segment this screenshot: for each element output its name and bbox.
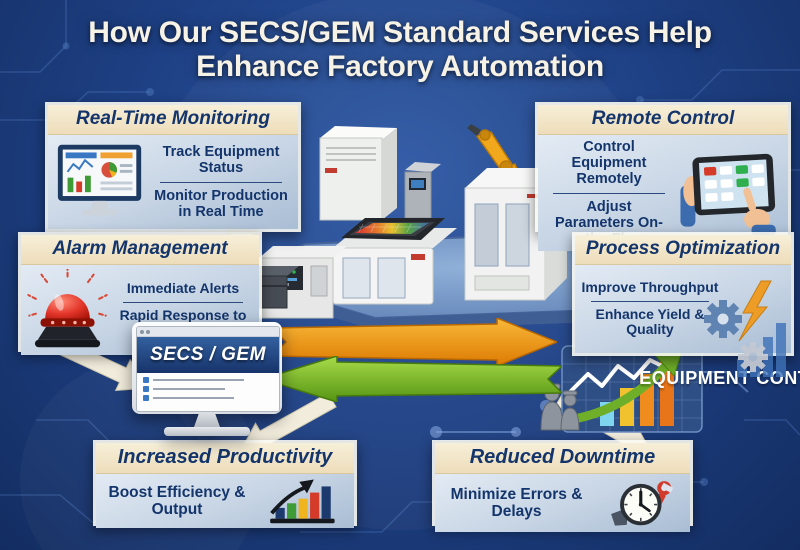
benefit-line: Immediate Alerts [126,279,240,296]
monitor-stand [194,414,220,427]
title-line-1: How Our SECS/GEM Standard Services Help [88,16,712,49]
benefit-line: Track Equipment Status [162,144,280,177]
divider [590,300,710,302]
page-title: How Our SECS/GEM Standard Services Help … [0,16,800,84]
tablet-touch-icon [678,150,782,237]
panel-reduced-downtime: Reduced Downtime Minimize Errors & Delay… [432,440,693,532]
monitor-titlebar [137,327,279,337]
benefit-line: Minimize Errors & Delays [450,485,583,520]
title-line-2: Enhance Factory Automation [196,50,604,83]
gears-icon [704,280,786,377]
benefit-line: Monitor Production in Real Time [154,187,288,220]
panel-header: Remote Control [538,105,788,135]
divider [122,301,244,303]
monitor-dashboard-icon [54,140,146,224]
monitor-list [137,373,279,411]
panel-header: Increased Productivity [96,443,354,474]
panel-text: Track Equipment Status Monitor Productio… [150,144,292,220]
panel-increased-productivity: Increased Productivity Boost Efficiency … [93,440,357,528]
panel-header: Process Optimization [575,235,791,265]
benefit-line: Improve Throughput [581,278,719,295]
panel-header: Reduced Downtime [435,443,690,474]
secs-gem-host-monitor: SECS / GEM [128,322,286,442]
divider [159,181,283,183]
clock-wrench-icon [596,478,684,528]
equipment-control-arrow: EQUIPMENT CONTROL [259,354,800,404]
panel-header: Real-Time Monitoring [48,105,298,135]
bar-chart-growth-icon [256,478,348,524]
panel-header: Alarm Management [21,235,259,265]
benefit-line: Boost Efficiency & Output [108,483,246,518]
alarm-siren-icon [27,269,109,351]
benefit-line: Enhance Yield & Quality [595,305,705,338]
monitor-banner: SECS / GEM [137,337,279,373]
panel-text: Boost Efficiency & Output [102,484,252,519]
panel-text: Minimize Errors & Delays [441,486,592,521]
panel-process-optimization: Process Optimization [572,232,794,377]
panel-real-time-monitoring: Real-Time Monitoring Track Equipment Sta… [45,102,301,232]
benefit-line: Control Equipment Remotely [571,139,647,188]
monitor-frame: SECS / GEM [132,322,282,414]
panel-text: Improve Throughput Enhance Yield & Quali… [581,278,785,338]
panel-remote-control: Remote Control Control Equipment Remotel… [535,102,791,252]
divider [553,192,665,194]
monitor-base [164,427,250,436]
secs-gem-label: SECS / GEM [150,344,266,365]
